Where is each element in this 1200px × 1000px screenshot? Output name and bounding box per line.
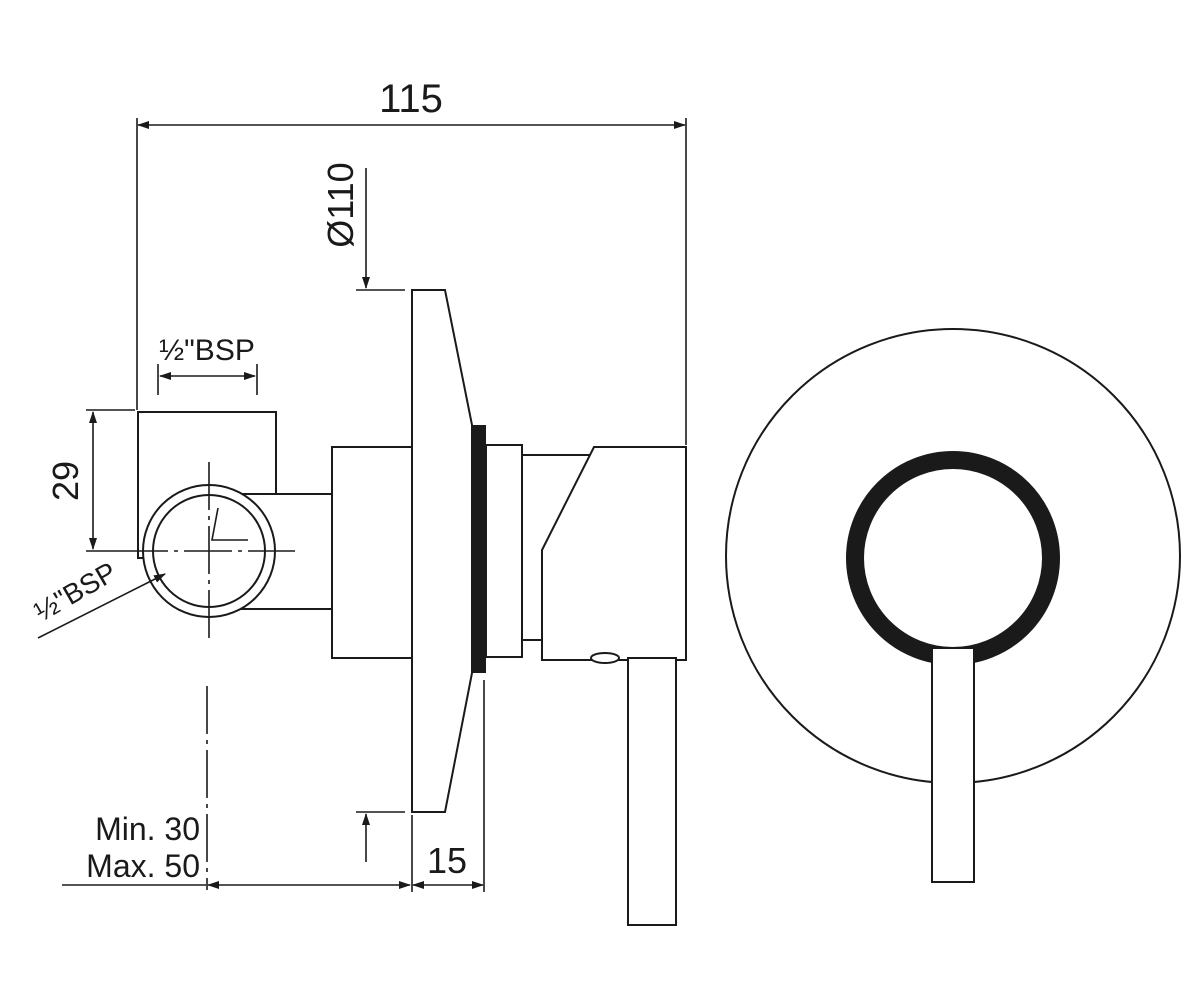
- cover-plate-side: [411, 289, 473, 813]
- lever-side: [627, 657, 677, 926]
- front-view: [725, 328, 1181, 883]
- leader-bsp-side: [37, 573, 166, 639]
- gasket-ring: [472, 425, 486, 673]
- side-view: [120, 289, 687, 926]
- dim-label-diameter: Ø110: [320, 162, 361, 247]
- dim-label-depth-min: Min. 30: [95, 811, 200, 847]
- inlet-key-slot: [211, 507, 248, 541]
- dim-label-bsp-top: ½"BSP: [159, 334, 255, 367]
- dim-label-15: 15: [427, 840, 467, 881]
- dim-label-29: 29: [45, 461, 86, 501]
- handle-screw: [590, 652, 620, 664]
- inlet-body: [120, 411, 333, 640]
- dim-label-bsp-side: ½"BSP: [29, 556, 122, 628]
- dim-label-115: 115: [379, 77, 443, 121]
- dimension-lines: [37, 118, 687, 892]
- lever-front: [931, 647, 975, 883]
- dim-label-depth-max: Max. 50: [86, 848, 200, 884]
- valve-neck: [485, 444, 523, 658]
- valve-body: [331, 446, 413, 659]
